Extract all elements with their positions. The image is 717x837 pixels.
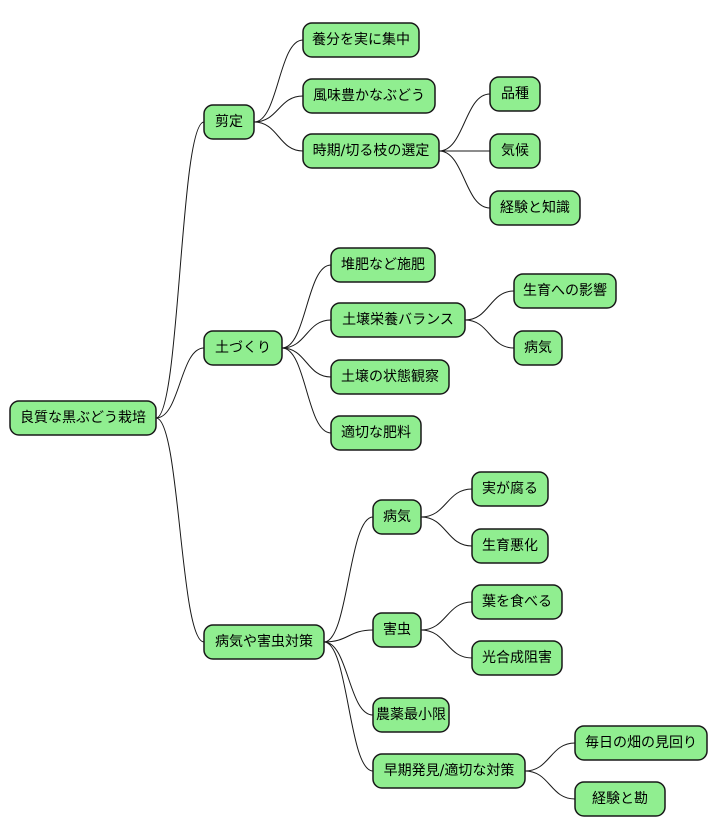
- edge-connector: [281, 347, 332, 434]
- node-label: 養分を実に集中: [312, 31, 410, 48]
- edge-connector: [464, 290, 515, 321]
- node-label: 時期/切る枝の選定: [313, 143, 430, 159]
- node-label: 実が腐る: [482, 480, 538, 497]
- node-soil-observe: 土壌の状態観察: [330, 359, 450, 395]
- edge-connector: [420, 516, 473, 547]
- edge-connector: [253, 95, 304, 123]
- node-label: 経験と知識: [500, 199, 570, 216]
- edge-connector: [323, 629, 374, 643]
- node-label: 土づくり: [215, 340, 271, 356]
- node-timing-experience: 経験と知識: [489, 190, 581, 226]
- node-balance-disease: 病気: [513, 330, 563, 366]
- node-label: 適切な肥料: [341, 424, 411, 441]
- node-insects-photosynthesis: 光合成阻害: [471, 640, 563, 676]
- node-disease-growth: 生育悪化: [471, 528, 549, 564]
- edge-connector: [281, 319, 332, 349]
- edge-connector: [524, 770, 576, 800]
- edge-connector: [155, 417, 205, 643]
- node-pruning-timing: 時期/切る枝の選定: [302, 133, 440, 169]
- node-label: 生育への影響: [523, 282, 607, 299]
- edge-connector: [323, 516, 374, 643]
- node-early-intuition: 経験と勘: [574, 781, 666, 817]
- node-label: 土壌の状態観察: [341, 368, 439, 385]
- edge-connector: [464, 319, 515, 349]
- node-timing-climate: 気候: [489, 133, 541, 169]
- node-pruning-flavor: 風味豊かなぶどう: [302, 78, 436, 114]
- edge-connector: [323, 641, 374, 716]
- edge-connector: [253, 121, 304, 152]
- edge-connector: [281, 264, 332, 349]
- node-branch-soil: 土づくり: [203, 330, 283, 366]
- node-label: 毎日の畑の見回り: [585, 735, 697, 751]
- node-label: 害虫: [383, 622, 411, 638]
- node-label: 早期発見/適切な対策: [384, 762, 515, 779]
- edge-connector: [253, 39, 304, 123]
- edges-layer: [155, 39, 576, 800]
- node-label: 堆肥など施肥: [341, 257, 425, 273]
- edge-connector: [438, 93, 491, 152]
- node-balance-growth: 生育への影響: [513, 273, 617, 309]
- node-early-patrol: 毎日の畑の見回り: [574, 725, 708, 761]
- node-disease-rot: 実が腐る: [471, 471, 549, 507]
- node-root: 良質な黒ぶどう栽培: [9, 400, 157, 436]
- node-timing-variety: 品種: [489, 76, 541, 112]
- edge-connector: [524, 742, 576, 772]
- node-pest-early: 早期発見/適切な対策: [372, 753, 526, 789]
- node-label: 生育悪化: [482, 538, 538, 554]
- edge-connector: [323, 641, 374, 772]
- node-label: 病気: [524, 340, 552, 356]
- node-branch-pest: 病気や害虫対策: [203, 624, 325, 660]
- node-label: 農薬最小限: [376, 707, 446, 723]
- edge-connector: [420, 601, 473, 631]
- node-label: 風味豊かなぶどう: [313, 88, 425, 104]
- edge-connector: [420, 629, 473, 659]
- node-label: 葉を食べる: [482, 593, 552, 610]
- edge-connector: [438, 150, 491, 209]
- node-label: 土壌栄養バランス: [342, 311, 454, 328]
- edge-connector: [420, 488, 473, 518]
- node-label: 病気: [383, 509, 411, 525]
- node-branch-pruning: 剪定: [203, 104, 255, 140]
- node-pruning-concentrate: 養分を実に集中: [302, 22, 420, 58]
- node-pest-pesticide: 農薬最小限: [372, 697, 450, 733]
- node-soil-compost: 堆肥など施肥: [330, 247, 436, 283]
- node-pest-insects: 害虫: [372, 612, 422, 648]
- edge-connector: [281, 347, 332, 378]
- node-soil-balance: 土壌栄養バランス: [330, 302, 466, 338]
- node-insects-leaves: 葉を食べる: [471, 584, 563, 620]
- node-label: 光合成阻害: [482, 650, 552, 666]
- node-label: 気候: [501, 143, 529, 159]
- node-soil-fertilizer: 適切な肥料: [330, 415, 422, 451]
- node-pest-disease: 病気: [372, 499, 422, 535]
- edge-connector: [155, 121, 205, 419]
- node-label: 良質な黒ぶどう栽培: [20, 410, 146, 426]
- edge-connector: [155, 347, 205, 419]
- node-label: 品種: [501, 86, 529, 102]
- node-label: 剪定: [215, 114, 243, 130]
- node-label: 病気や害虫対策: [215, 633, 313, 650]
- node-label: 経験と勘: [592, 791, 648, 807]
